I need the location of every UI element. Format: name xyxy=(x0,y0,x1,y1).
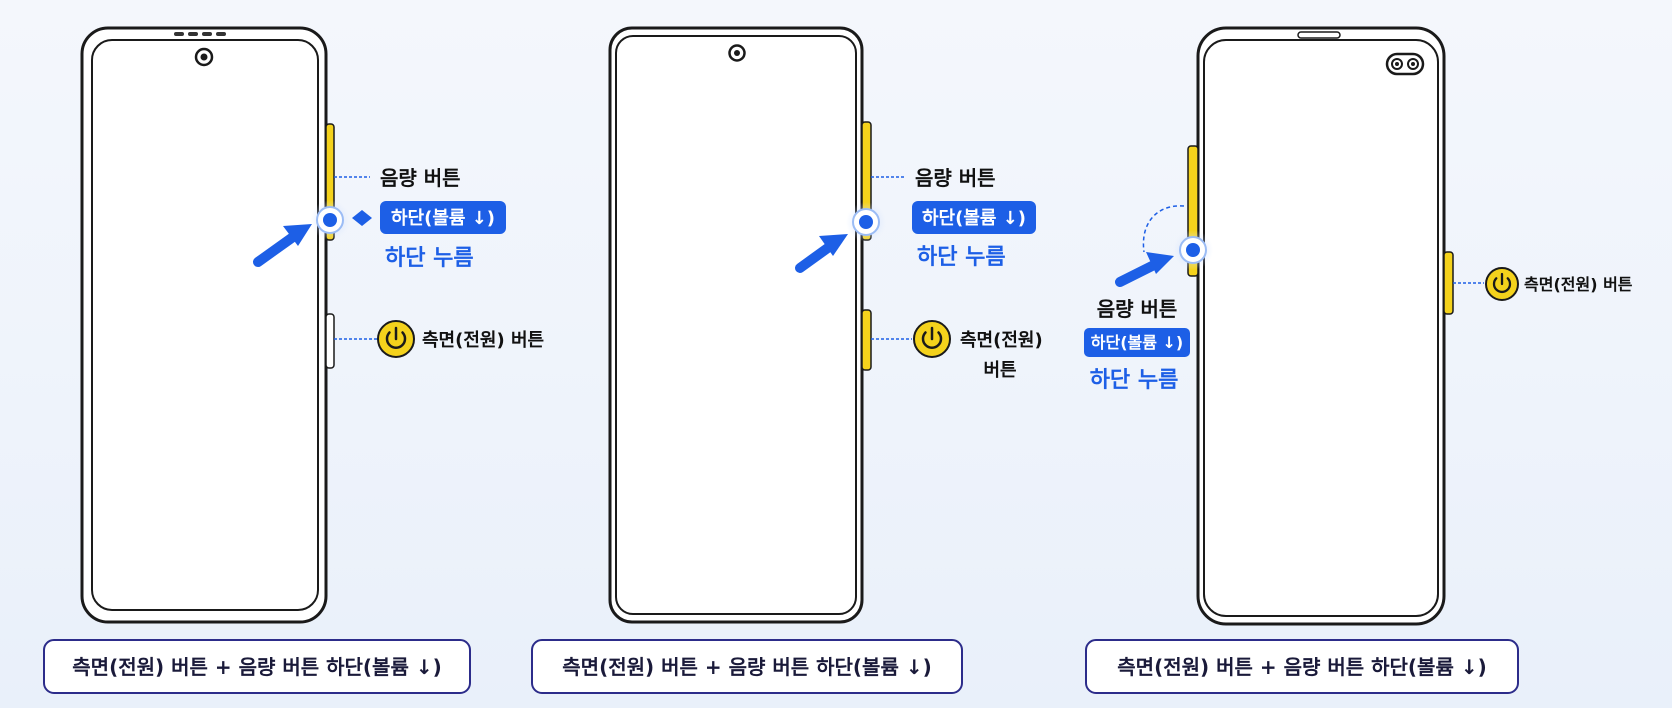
volume-label-2: 음량 버튼 xyxy=(915,166,996,190)
front-camera-icon xyxy=(194,47,214,67)
press-target-icon[interactable] xyxy=(310,200,350,240)
speaker-grille-icon xyxy=(174,32,226,36)
caption-1: 측면(전원) 버튼 + 음량 버튼 하단(볼륨 ↓) xyxy=(72,655,441,679)
power-label-2-line2: 버튼 xyxy=(983,360,1016,381)
phone-2-screen xyxy=(615,35,857,615)
front-camera-icon xyxy=(728,44,746,62)
front-camera-icon xyxy=(1385,52,1425,76)
power-button-1[interactable] xyxy=(325,313,335,369)
volume-chip-1 xyxy=(380,201,506,234)
power-label-2-line1: 측면(전원) xyxy=(960,330,1043,351)
phone-3-screen xyxy=(1203,39,1439,617)
volume-chip-3 xyxy=(1084,328,1190,357)
volume-label-1: 음량 버튼 xyxy=(380,166,461,190)
press-target-icon[interactable] xyxy=(846,202,886,242)
arrow-icon xyxy=(253,224,312,267)
press-label-2: 하단 누름 xyxy=(917,245,1006,270)
power-label-3: 측면(전원) 버튼 xyxy=(1524,275,1633,294)
caption-box-2 xyxy=(531,639,963,694)
power-icon xyxy=(1485,267,1519,301)
caption-box-3 xyxy=(1085,639,1519,694)
press-label-3: 하단 누름 xyxy=(1090,368,1179,393)
power-icon xyxy=(377,320,415,358)
volume-chip-text-1: 하단(볼륨 ↓) xyxy=(391,208,495,229)
speaker-grille-icon xyxy=(1297,31,1341,39)
volume-chip-2 xyxy=(912,201,1036,234)
dashed-guide-3 xyxy=(1142,205,1185,253)
phone-1-screen xyxy=(91,39,319,611)
volume-chip-text-3: 하단(볼륨 ↓) xyxy=(1091,333,1183,352)
caption-3: 측면(전원) 버튼 + 음량 버튼 하단(볼륨 ↓) xyxy=(1117,655,1486,679)
volume-chip-text-2: 하단(볼륨 ↓) xyxy=(922,208,1026,229)
panel-1: 음량 버튼 하단(볼륨 ↓) 하단 누름 측면(전원) 버튼 측면(전원) 버튼… xyxy=(43,26,544,694)
press-target-icon[interactable] xyxy=(1173,230,1213,270)
power-icon xyxy=(913,320,951,358)
power-button-3[interactable] xyxy=(1443,251,1454,315)
caption-2: 측면(전원) 버튼 + 음량 버튼 하단(볼륨 ↓) xyxy=(562,655,931,679)
arrow-icon xyxy=(1115,252,1174,287)
press-label-1: 하단 누름 xyxy=(385,246,474,271)
panel-3: 음량 버튼 하단(볼륨 ↓) 하단 누름 측면(전원) 버튼 측면(전원) 버튼… xyxy=(1084,26,1633,694)
arrow-icon xyxy=(795,234,848,273)
caption-box-1 xyxy=(43,639,471,694)
volume-label-3: 음량 버튼 xyxy=(1097,297,1178,321)
power-button-2[interactable] xyxy=(861,309,872,371)
power-label-1: 측면(전원) 버튼 xyxy=(422,330,544,351)
panel-2: 음량 버튼 하단(볼륨 ↓) 하단 누름 측면(전원) 버튼 측면(전원) 버튼… xyxy=(531,26,1043,694)
pointer-diamond-1 xyxy=(352,210,372,226)
